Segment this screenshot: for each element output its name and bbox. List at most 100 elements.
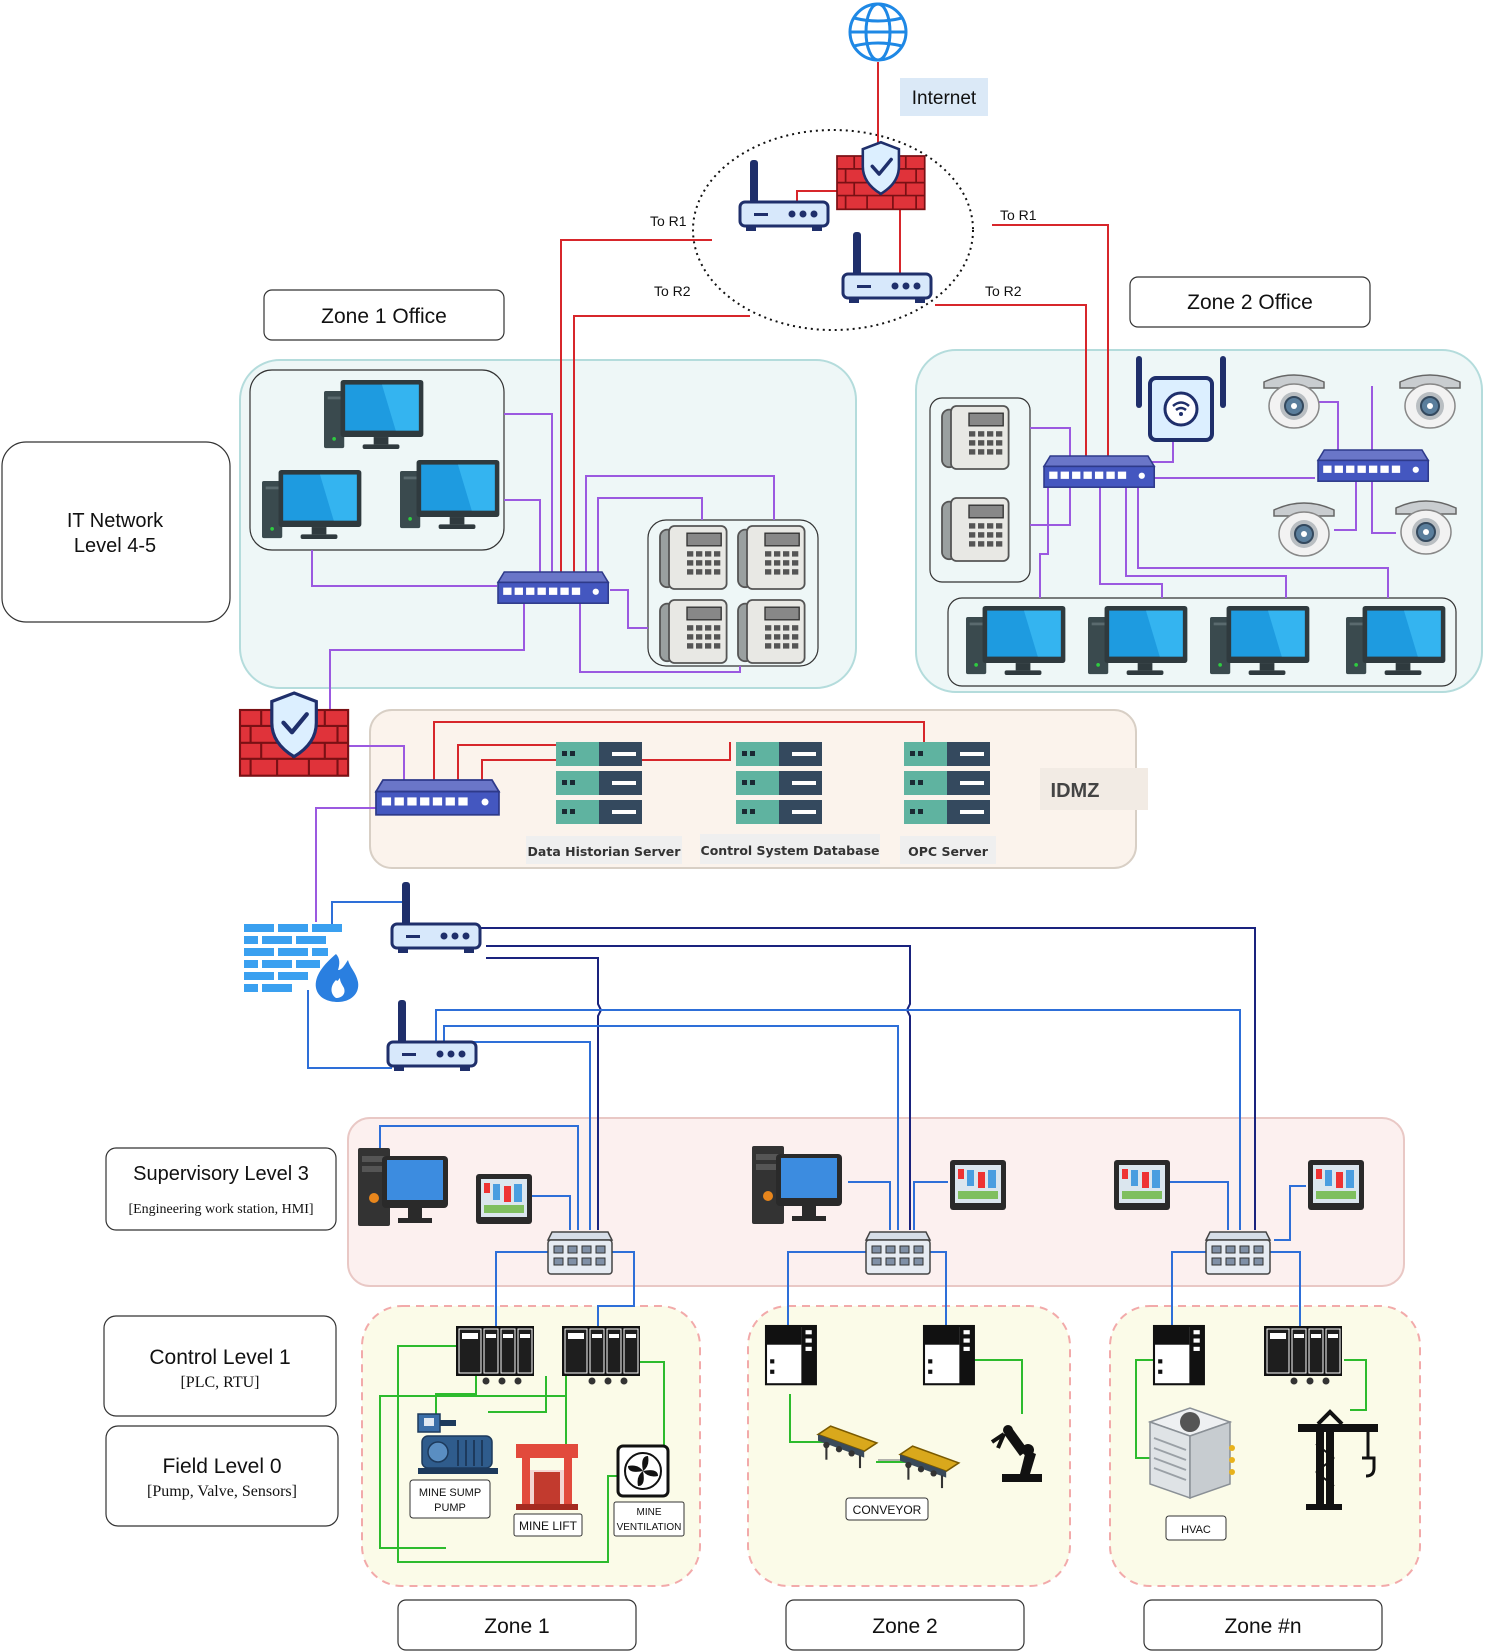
mine-ventilation-fan-icon xyxy=(616,1444,670,1498)
z1-phone-3-icon xyxy=(659,599,728,664)
idmz-label-bg xyxy=(1040,768,1148,810)
supervisory-level-sub: [Engineering work station, HMI] xyxy=(128,1202,313,1217)
z2-camera-switch-icon xyxy=(1317,449,1430,482)
server-label-bg-2 xyxy=(700,834,880,864)
idmz-red-link-2 xyxy=(457,744,556,780)
z1-phone-link-a xyxy=(585,475,775,575)
zone2-field-area xyxy=(747,1305,1071,1587)
to-r2-right-label: To R2 xyxy=(985,283,1022,299)
z1-to-fw-link xyxy=(329,603,525,710)
edge-router-r1-icon xyxy=(738,158,830,233)
hub1-plc-b xyxy=(597,1251,635,1326)
mine-ventilation-label-box xyxy=(613,1501,685,1537)
hub2-plc-a xyxy=(787,1251,868,1326)
edge-firewall-icon xyxy=(835,140,927,212)
robotic-arm-icon xyxy=(990,1425,1042,1482)
ot-firewall-icon xyxy=(244,924,359,1002)
zonen-plc-icon xyxy=(1263,1325,1343,1385)
r2-to-zonen-link xyxy=(435,1009,1241,1230)
mine-lift-label-box xyxy=(513,1513,583,1537)
mine-sump-pump-label-box xyxy=(409,1479,491,1519)
opc-server-label: OPC Server xyxy=(908,844,989,859)
internet-edge-cluster xyxy=(692,129,974,331)
to-r1-right-link xyxy=(992,224,1109,470)
mine-ventilation-label-1: MINE xyxy=(637,1507,662,1518)
hub1-plc-a xyxy=(495,1251,560,1326)
supervisory-level-box xyxy=(105,1147,337,1231)
hmi-3-icon xyxy=(1114,1160,1170,1210)
mine-sump-pump-label-1: MINE SUMP xyxy=(419,1487,481,1499)
zone2-rtu-2-icon xyxy=(922,1324,975,1386)
zone1-office-label-box xyxy=(263,289,505,341)
zone2-label: Zone 2 xyxy=(872,1615,937,1638)
fw-to-idmz-switch xyxy=(342,745,405,790)
z1-field-link-a xyxy=(397,1345,618,1563)
zone2-office-label: Zone 2 Office xyxy=(1187,291,1313,314)
z1-phone-link-b xyxy=(597,497,703,575)
conveyor-label-box xyxy=(845,1497,929,1521)
supervisory-level-title: Supervisory Level 3 xyxy=(133,1163,309,1185)
r1-to-zone2-link xyxy=(486,945,911,1230)
it-network-level-line1: IT Network xyxy=(67,510,164,532)
z2-pc-link-b xyxy=(1099,486,1163,598)
wifi-access-point-icon xyxy=(1136,356,1226,442)
to-r1-left-label: To R1 xyxy=(650,213,687,229)
zone2-rtu-1-icon xyxy=(764,1324,817,1386)
hvac-label: HVAC xyxy=(1181,1524,1211,1536)
to-r1-right-label: To R1 xyxy=(1000,207,1037,223)
z1-phone-link-d xyxy=(579,603,741,673)
z2-phone-2-icon xyxy=(941,497,1010,562)
ot-router-r1-icon xyxy=(390,880,482,955)
idmz-red-link-1 xyxy=(433,721,925,780)
r1-to-zonen-link xyxy=(474,927,1256,1230)
zone1-label-box xyxy=(397,1599,637,1651)
it-ot-firewall-icon xyxy=(240,693,348,776)
hubn-plc-b xyxy=(1270,1251,1301,1326)
z1-field-link-c xyxy=(488,1376,547,1413)
ews1-link xyxy=(379,1125,579,1230)
internet-label-bg xyxy=(900,78,988,116)
idmz-switch-icon xyxy=(375,779,500,816)
hvac-label-box xyxy=(1165,1515,1227,1541)
hmi1-link xyxy=(530,1195,571,1230)
it-network-level-box xyxy=(1,441,231,623)
control-level-title: Control Level 1 xyxy=(149,1346,290,1369)
z2-field-link-c xyxy=(972,1359,1023,1414)
z1-phone-link-c xyxy=(610,589,648,629)
hmi-1-icon xyxy=(476,1174,532,1224)
field-level-box xyxy=(105,1425,339,1527)
tower-crane-icon xyxy=(1298,1409,1378,1510)
field-level-sub: [Pump, Valve, Sensors] xyxy=(147,1483,297,1500)
z1-phone-4-icon xyxy=(737,599,806,664)
supervisory-hub-2-icon xyxy=(865,1231,931,1275)
z1-pc-link-c xyxy=(311,550,497,587)
z1-phone-1-icon xyxy=(659,525,728,590)
r1-to-zone1-link xyxy=(486,957,603,1230)
zone2-label-box xyxy=(785,1599,1025,1651)
hmi3-link xyxy=(1170,1181,1229,1230)
data-historian-server-icon xyxy=(556,742,642,824)
mine-sump-pump-label-2: PUMP xyxy=(434,1502,466,1514)
z2-pc-link-c xyxy=(1125,486,1287,598)
z2-pc-link-a xyxy=(1039,486,1049,598)
server-label-bg-1 xyxy=(526,836,682,864)
control-system-database-icon xyxy=(736,742,822,824)
z2-cam-link-c xyxy=(1334,478,1357,531)
hmi-2-icon xyxy=(950,1160,1006,1210)
zone2-computers-box xyxy=(947,597,1457,687)
idmz-switch-to-ot xyxy=(315,807,376,922)
z1-switch-icon xyxy=(497,571,610,604)
z2-pc-link-d xyxy=(1137,486,1389,598)
zonen-rtu-icon xyxy=(1152,1324,1205,1386)
control-level-box xyxy=(103,1315,337,1417)
z1-pc-link-a xyxy=(504,413,553,575)
zn-field-link-b xyxy=(1344,1359,1367,1411)
zonen-label: Zone #n xyxy=(1224,1615,1301,1638)
z2-field-link-a xyxy=(789,1394,826,1443)
to-r2-left-link xyxy=(573,315,750,575)
z2-ap-link xyxy=(1152,440,1174,463)
hmi4-link xyxy=(1274,1185,1306,1241)
zn-field-link-a xyxy=(1135,1359,1154,1459)
control-level-sub: [PLC, RTU] xyxy=(180,1374,259,1391)
data-historian-label: Data Historian Server xyxy=(528,844,682,859)
